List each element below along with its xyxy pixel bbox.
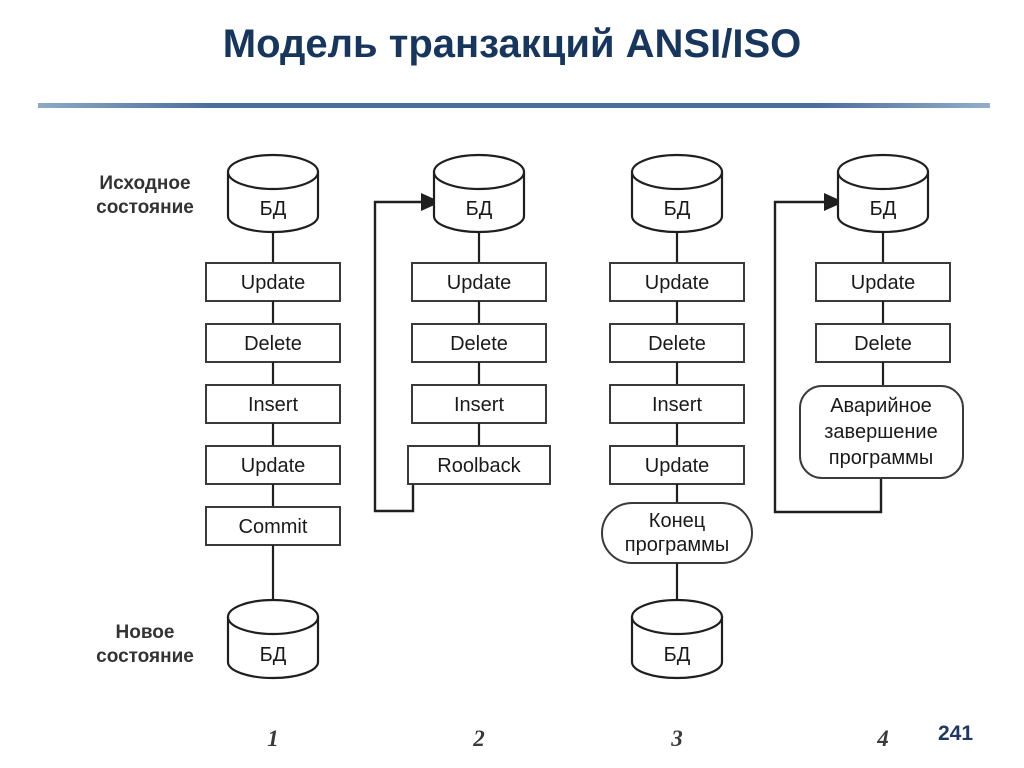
step-box-3-3: Insert [609, 384, 745, 424]
terminator-line-2-3: программы [625, 534, 730, 556]
terminator-line-2-4: завершение [824, 421, 937, 443]
step-box-3-4: Update [609, 445, 745, 485]
step-label-3-2: Delete [648, 333, 706, 355]
step-label-1-4: Update [241, 455, 306, 477]
db-label-bottom-1: БД [260, 644, 287, 666]
step-box-4-1: Update [815, 262, 951, 302]
step-label-3-3: Insert [652, 394, 702, 416]
column-number-1: 1 [267, 726, 279, 751]
initial-state-line-2: состояние [96, 197, 194, 218]
step-box-3-2: Delete [609, 323, 745, 363]
column-1: БД Update Delete Insert Update Commit [205, 153, 341, 751]
label-initial-state: Исходное состояние [96, 173, 194, 218]
step-box-2-4: Roolback [407, 445, 551, 485]
database-cylinder-top-1: БД [226, 153, 320, 234]
step-label-1-5: Commit [239, 516, 308, 538]
column-4: БД Update Delete Аварийное завершение пр… [773, 153, 964, 751]
terminator-abnormal-termination-4: Аварийное завершение программы [799, 385, 964, 479]
column-number-4: 4 [876, 726, 889, 751]
database-cylinder-top-4: БД [836, 153, 930, 234]
initial-state-line-1: Исходное [99, 173, 190, 194]
rollback-loop-arrow-2 [373, 193, 441, 513]
terminator-line-1-3: Конец [649, 510, 705, 532]
terminator-line-3-4: программы [829, 447, 934, 469]
step-label-2-3: Insert [454, 394, 504, 416]
column-number-3: 3 [670, 726, 683, 751]
step-label-1-3: Insert [248, 394, 298, 416]
step-box-1-2: Delete [205, 323, 341, 363]
db-label-top-2: БД [466, 198, 493, 220]
step-box-4-2: Delete [815, 323, 951, 363]
step-label-2-4: Roolback [437, 455, 521, 477]
title-divider [38, 103, 990, 108]
database-cylinder-bottom-1: БД [226, 598, 320, 680]
step-box-2-1: Update [411, 262, 547, 302]
db-label-top-4: БД [870, 198, 897, 220]
step-label-3-1: Update [645, 272, 710, 294]
step-box-1-3: Insert [205, 384, 341, 424]
column-3: БД Update Delete Insert Update Конец про… [601, 153, 753, 751]
db-label-top-1: БД [260, 198, 287, 220]
database-cylinder-bottom-3: БД [630, 598, 724, 680]
step-box-1-4: Update [205, 445, 341, 485]
rollback-arrowhead-2 [421, 193, 441, 211]
step-label-2-1: Update [447, 272, 512, 294]
database-cylinder-top-3: БД [630, 153, 724, 234]
column-2: БД Update Delete Insert Roolback 2 [373, 153, 551, 751]
database-cylinder-top-2: БД [432, 153, 526, 234]
step-box-3-1: Update [609, 262, 745, 302]
db-label-bottom-3: БД [664, 644, 691, 666]
terminator-end-of-program-3: Конец программы [601, 502, 753, 564]
step-label-1-1: Update [241, 272, 306, 294]
abort-loop-arrow-4 [773, 193, 883, 514]
label-new-state: Новое состояние [96, 622, 194, 667]
page-title: Модель транзакций ANSI/ISO [222, 22, 802, 66]
column-number-2: 2 [472, 726, 485, 751]
terminator-line-1-4: Аварийное [830, 395, 932, 417]
step-label-3-4: Update [645, 455, 710, 477]
abort-arrowhead-4 [824, 193, 844, 211]
step-label-1-2: Delete [244, 333, 302, 355]
step-box-1-1: Update [205, 262, 341, 302]
page-number: 241 [938, 722, 974, 745]
step-box-2-2: Delete [411, 323, 547, 363]
db-label-top-3: БД [664, 198, 691, 220]
step-label-4-1: Update [851, 272, 916, 294]
step-box-2-3: Insert [411, 384, 547, 424]
step-label-4-2: Delete [854, 333, 912, 355]
step-box-1-5: Commit [205, 506, 341, 546]
new-state-line-1: Новое [116, 622, 175, 643]
step-label-2-2: Delete [450, 333, 508, 355]
new-state-line-2: состояние [96, 646, 194, 667]
